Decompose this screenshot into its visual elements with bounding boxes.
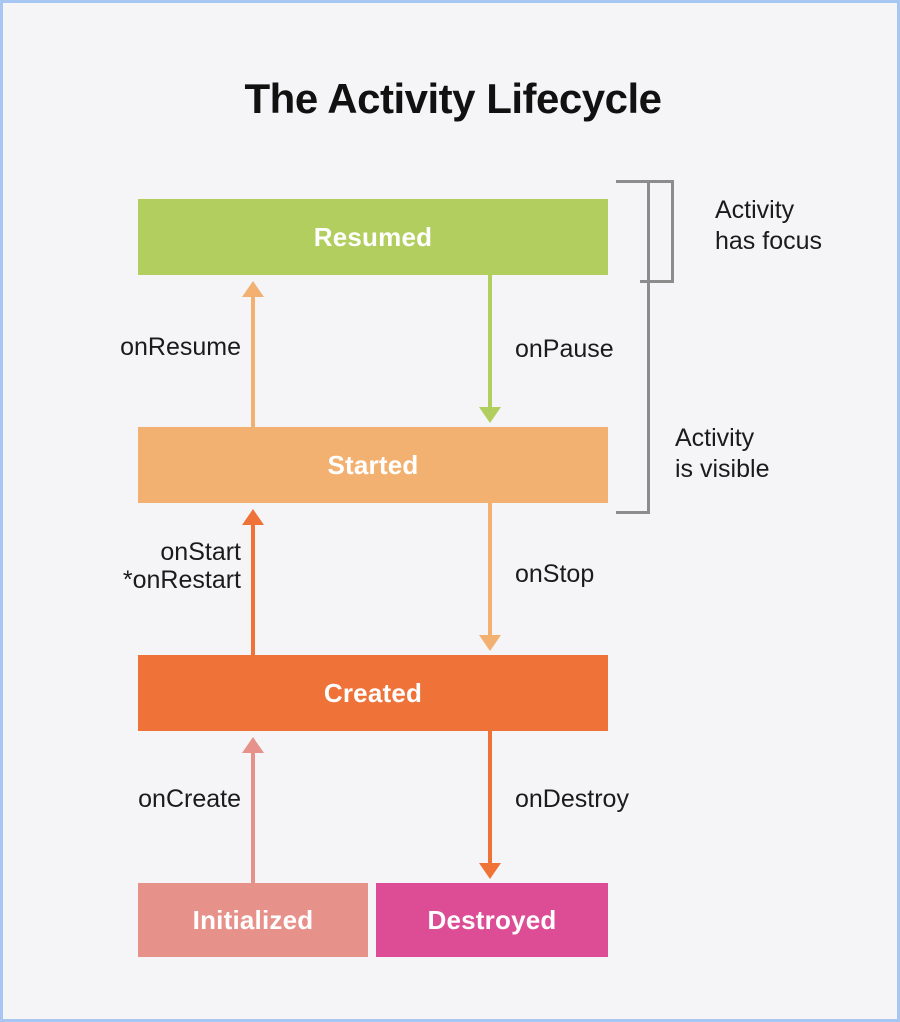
- arrowhead-on-stop: [479, 635, 501, 651]
- transition-label-on-start: onStart *onRestart: [122, 538, 241, 594]
- arrowshaft-on-stop: [488, 501, 492, 640]
- state-box-resumed: Resumed: [138, 199, 608, 275]
- transition-label-on-destroy: onDestroy: [515, 785, 629, 813]
- bracket-activity-has-focus: [640, 180, 674, 283]
- arrowshaft-on-destroy: [488, 729, 492, 868]
- arrowhead-on-resume: [242, 281, 264, 297]
- annotation-activity-is-visible: Activity is visible: [675, 424, 770, 484]
- transition-label-on-resume: onResume: [120, 333, 241, 361]
- transition-label-on-pause: onPause: [515, 335, 614, 363]
- arrowhead-on-start: [242, 509, 264, 525]
- state-box-initialized: Initialized: [138, 883, 368, 957]
- state-box-created: Created: [138, 655, 608, 731]
- state-label-initialized: Initialized: [192, 904, 314, 935]
- state-box-destroyed: Destroyed: [376, 883, 608, 957]
- state-label-started: Started: [327, 449, 419, 480]
- transition-label-on-stop: onStop: [515, 560, 595, 588]
- transition-arrow-on-destroy: [479, 729, 501, 879]
- transition-arrow-on-resume: [242, 281, 264, 429]
- state-label-resumed: Resumed: [313, 221, 433, 252]
- arrowshaft-on-pause: [488, 273, 492, 412]
- arrowshaft-on-create: [251, 748, 255, 885]
- arrowhead-on-pause: [479, 407, 501, 423]
- state-label-created: Created: [323, 677, 423, 708]
- arrowshaft-on-resume: [251, 292, 255, 429]
- arrowhead-on-create: [242, 737, 264, 753]
- transition-arrow-on-create: [242, 737, 264, 885]
- annotation-activity-has-focus: Activity has focus: [715, 196, 823, 256]
- arrowhead-on-destroy: [479, 863, 501, 879]
- transition-arrow-on-pause: [479, 273, 501, 423]
- page-title: The Activity Lifecycle: [244, 75, 662, 122]
- state-box-started: Started: [138, 427, 608, 503]
- bracket-activity-is-visible: [616, 180, 650, 514]
- transition-arrow-on-start: [242, 509, 264, 657]
- arrowshaft-on-start: [251, 520, 255, 657]
- transition-label-on-create: onCreate: [138, 785, 241, 813]
- state-label-destroyed: Destroyed: [427, 904, 557, 935]
- transition-arrow-on-stop: [479, 501, 501, 651]
